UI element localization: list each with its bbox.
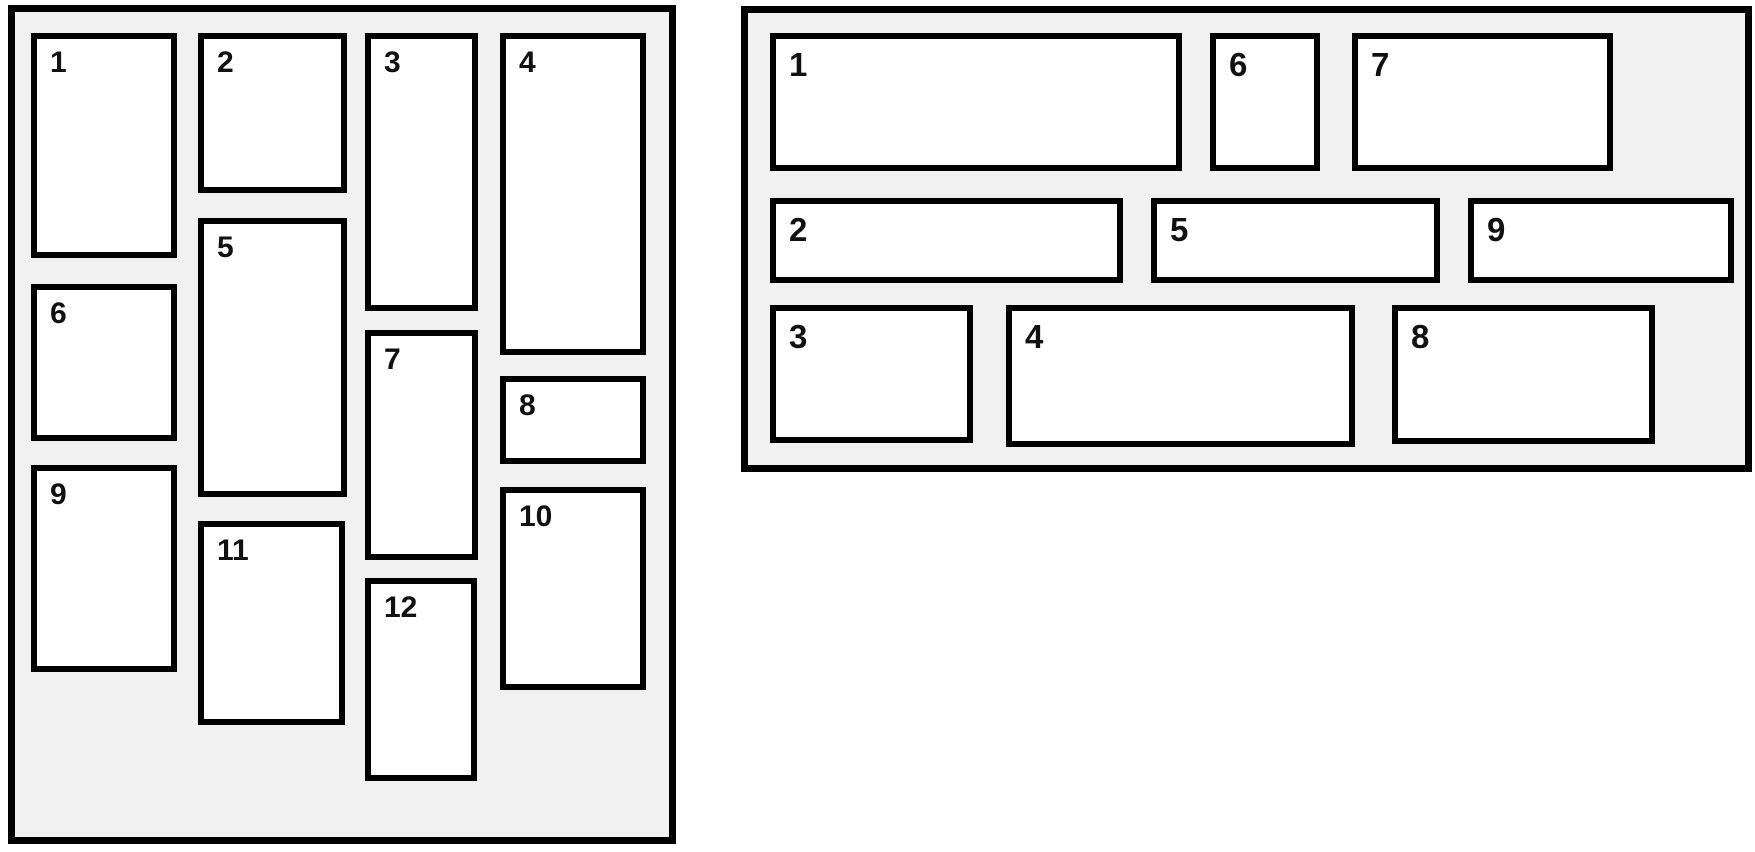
box-number-label: 10 — [519, 500, 553, 533]
rows-layout-box-1: 1 — [770, 33, 1182, 171]
rows-layout-box-5: 5 — [1151, 198, 1440, 283]
masonry-layout-box-3: 3 — [365, 33, 478, 311]
rows-layout-box-9: 9 — [1468, 198, 1734, 283]
box-number-label: 4 — [1025, 318, 1043, 355]
rows-layout-box-7: 7 — [1352, 33, 1613, 171]
masonry-layout-box-7: 7 — [365, 330, 478, 560]
box-number-label: 12 — [384, 591, 418, 624]
rows-layout-box-8: 8 — [1392, 305, 1655, 444]
rows-layout-box-2: 2 — [770, 198, 1123, 283]
rows-layout-box-6: 6 — [1210, 33, 1320, 171]
rows-layout-box-4: 4 — [1006, 305, 1355, 447]
box-number-label: 4 — [519, 46, 536, 79]
masonry-layout-box-12: 12 — [365, 578, 477, 781]
box-number-label: 1 — [50, 46, 67, 79]
masonry-layout-box-4: 4 — [500, 33, 646, 355]
box-number-label: 11 — [217, 534, 249, 567]
box-number-label: 6 — [1229, 46, 1247, 83]
masonry-layout-box-8: 8 — [500, 376, 646, 464]
box-number-label: 7 — [1371, 46, 1389, 83]
box-number-label: 8 — [519, 389, 536, 422]
masonry-layout-box-10: 10 — [500, 487, 646, 690]
masonry-layout-box-6: 6 — [31, 284, 177, 441]
box-number-label: 8 — [1411, 318, 1429, 355]
masonry-layout-box-1: 1 — [31, 33, 177, 258]
box-number-label: 5 — [1170, 211, 1188, 248]
box-number-label: 3 — [384, 46, 401, 79]
masonry-layout-box-9: 9 — [31, 465, 177, 672]
box-number-label: 6 — [50, 297, 67, 330]
box-number-label: 9 — [1487, 211, 1505, 248]
box-number-label: 9 — [50, 478, 67, 511]
box-number-label: 7 — [384, 343, 401, 376]
rows-layout-panel: 1 6 7 2 5 9 3 4 8 — [741, 6, 1752, 472]
box-number-label: 1 — [789, 46, 807, 83]
masonry-layout-box-2: 2 — [198, 33, 347, 193]
box-number-label: 5 — [217, 231, 234, 264]
box-number-label: 2 — [217, 46, 234, 79]
box-number-label: 2 — [789, 211, 807, 248]
masonry-layout-box-5: 5 — [198, 218, 347, 497]
box-number-label: 3 — [789, 318, 807, 355]
rows-layout-box-3: 3 — [770, 305, 973, 443]
masonry-layout-box-11: 11 — [198, 521, 345, 725]
